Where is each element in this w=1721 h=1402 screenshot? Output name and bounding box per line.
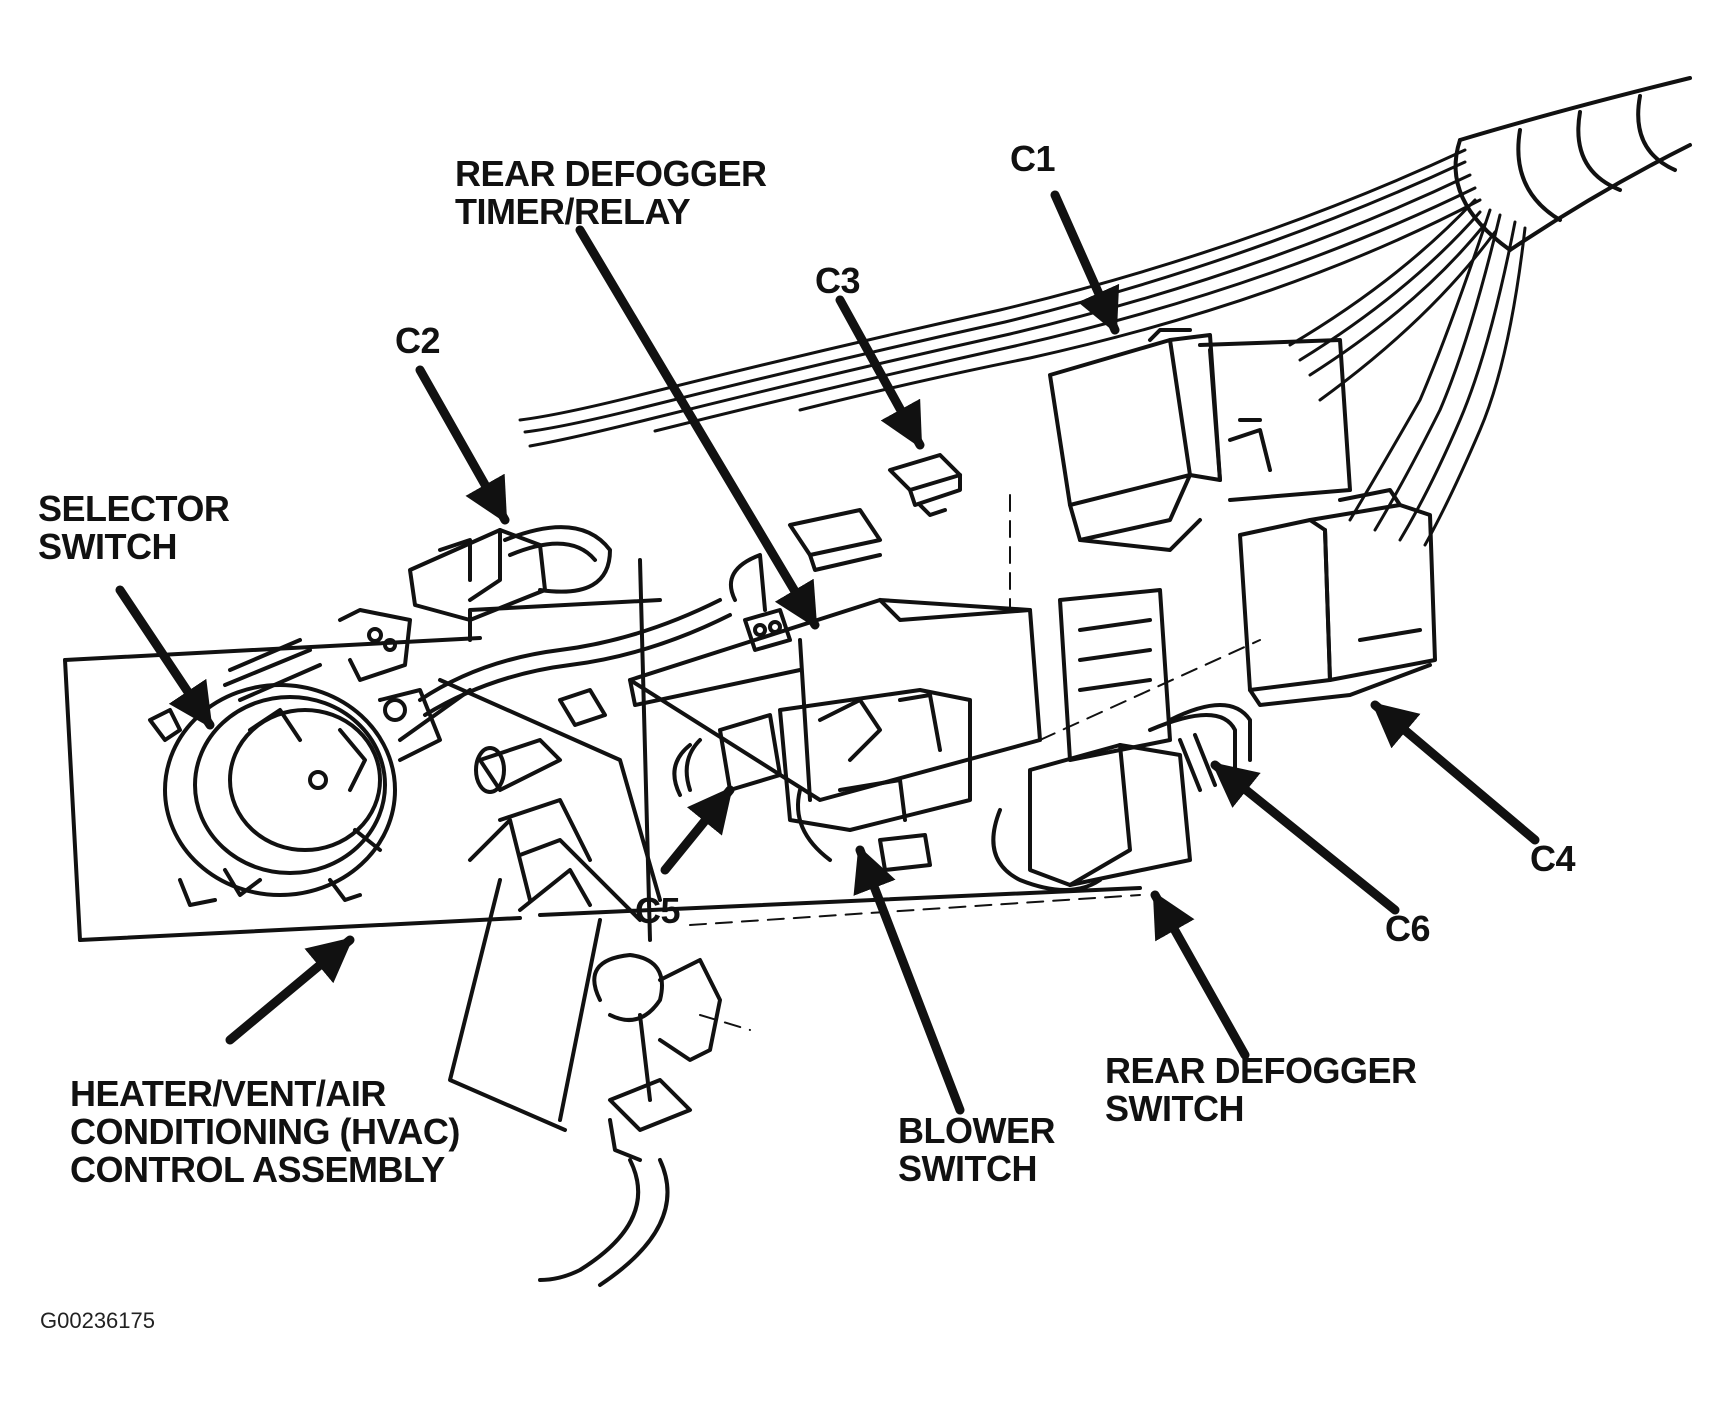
label-line: C6	[1385, 908, 1431, 949]
figure-id: G00236175	[40, 1308, 155, 1333]
label-line: REAR DEFOGGER	[455, 153, 767, 194]
c4-connector	[1238, 488, 1437, 707]
label-line: SELECTOR	[38, 488, 230, 529]
harness-wires	[518, 148, 1527, 547]
label-c1: C1	[1010, 138, 1056, 179]
arrow-c4	[1370, 700, 1540, 845]
label-line: SWITCH	[898, 1148, 1037, 1189]
hvac-panel-body	[63, 558, 1142, 1132]
label-line: CONTROL ASSEMBLY	[70, 1149, 445, 1190]
label-selector-switch: SELECTOR SWITCH	[38, 488, 230, 567]
label-rear-defogger-timer-relay: REAR DEFOGGER TIMER/RELAY	[455, 155, 767, 231]
arrow-c2	[415, 365, 510, 525]
wiring-harness-sheath	[1453, 76, 1692, 252]
ground-cable	[538, 953, 722, 1287]
arrow-c5	[660, 785, 735, 875]
label-line: C5	[635, 890, 681, 931]
rear-defogger-switch-body	[991, 588, 1192, 892]
label-c3: C3	[815, 260, 861, 301]
label-blower-switch: BLOWER SWITCH	[898, 1112, 1055, 1188]
label-line: HEATER/VENT/AIR	[70, 1073, 386, 1114]
label-c5: C5	[635, 890, 681, 931]
label-line: C4	[1530, 838, 1576, 879]
c3-connector	[888, 453, 962, 517]
label-line: CONDITIONING (HVAC)	[70, 1111, 460, 1152]
c6-connector	[1148, 703, 1252, 792]
label-rear-defogger-switch: REAR DEFOGGER SWITCH	[1105, 1052, 1417, 1128]
arrow-c1	[1050, 190, 1120, 335]
rear-defogger-timer-relay-body	[628, 508, 1042, 802]
c2-connector	[408, 525, 612, 622]
label-line: SWITCH	[1105, 1088, 1244, 1129]
label-line: TIMER/RELAY	[455, 191, 691, 232]
label-c4: C4	[1530, 838, 1576, 879]
label-line: C3	[815, 260, 861, 301]
arrow-selector-switch	[115, 585, 215, 730]
arrow-rear-defogger-switch	[1150, 890, 1250, 1060]
label-c2: C2	[395, 320, 441, 361]
alignment-lines	[689, 494, 1261, 1031]
label-line: SWITCH	[38, 526, 177, 567]
panel-components	[223, 598, 732, 912]
label-line: REAR DEFOGGER	[1105, 1050, 1417, 1091]
label-c6: C6	[1385, 908, 1431, 949]
arrow-c6	[1210, 760, 1400, 915]
label-line: C2	[395, 320, 441, 361]
blower-switch-body	[778, 688, 972, 872]
label-line: C1	[1010, 138, 1056, 179]
c5-connector	[672, 713, 782, 797]
label-hvac-control-assembly: HEATER/VENT/AIR CONDITIONING (HVAC) CONT…	[70, 1075, 460, 1189]
label-line: BLOWER	[898, 1110, 1055, 1151]
selector-switch-knob	[148, 683, 397, 907]
arrow-c3	[835, 295, 925, 450]
arrow-hvac-control-assembly	[225, 935, 355, 1045]
arrow-blower-switch	[853, 845, 965, 1115]
c1-connector	[1048, 328, 1352, 552]
arrow-rear-defogger-timer-relay	[575, 225, 820, 630]
